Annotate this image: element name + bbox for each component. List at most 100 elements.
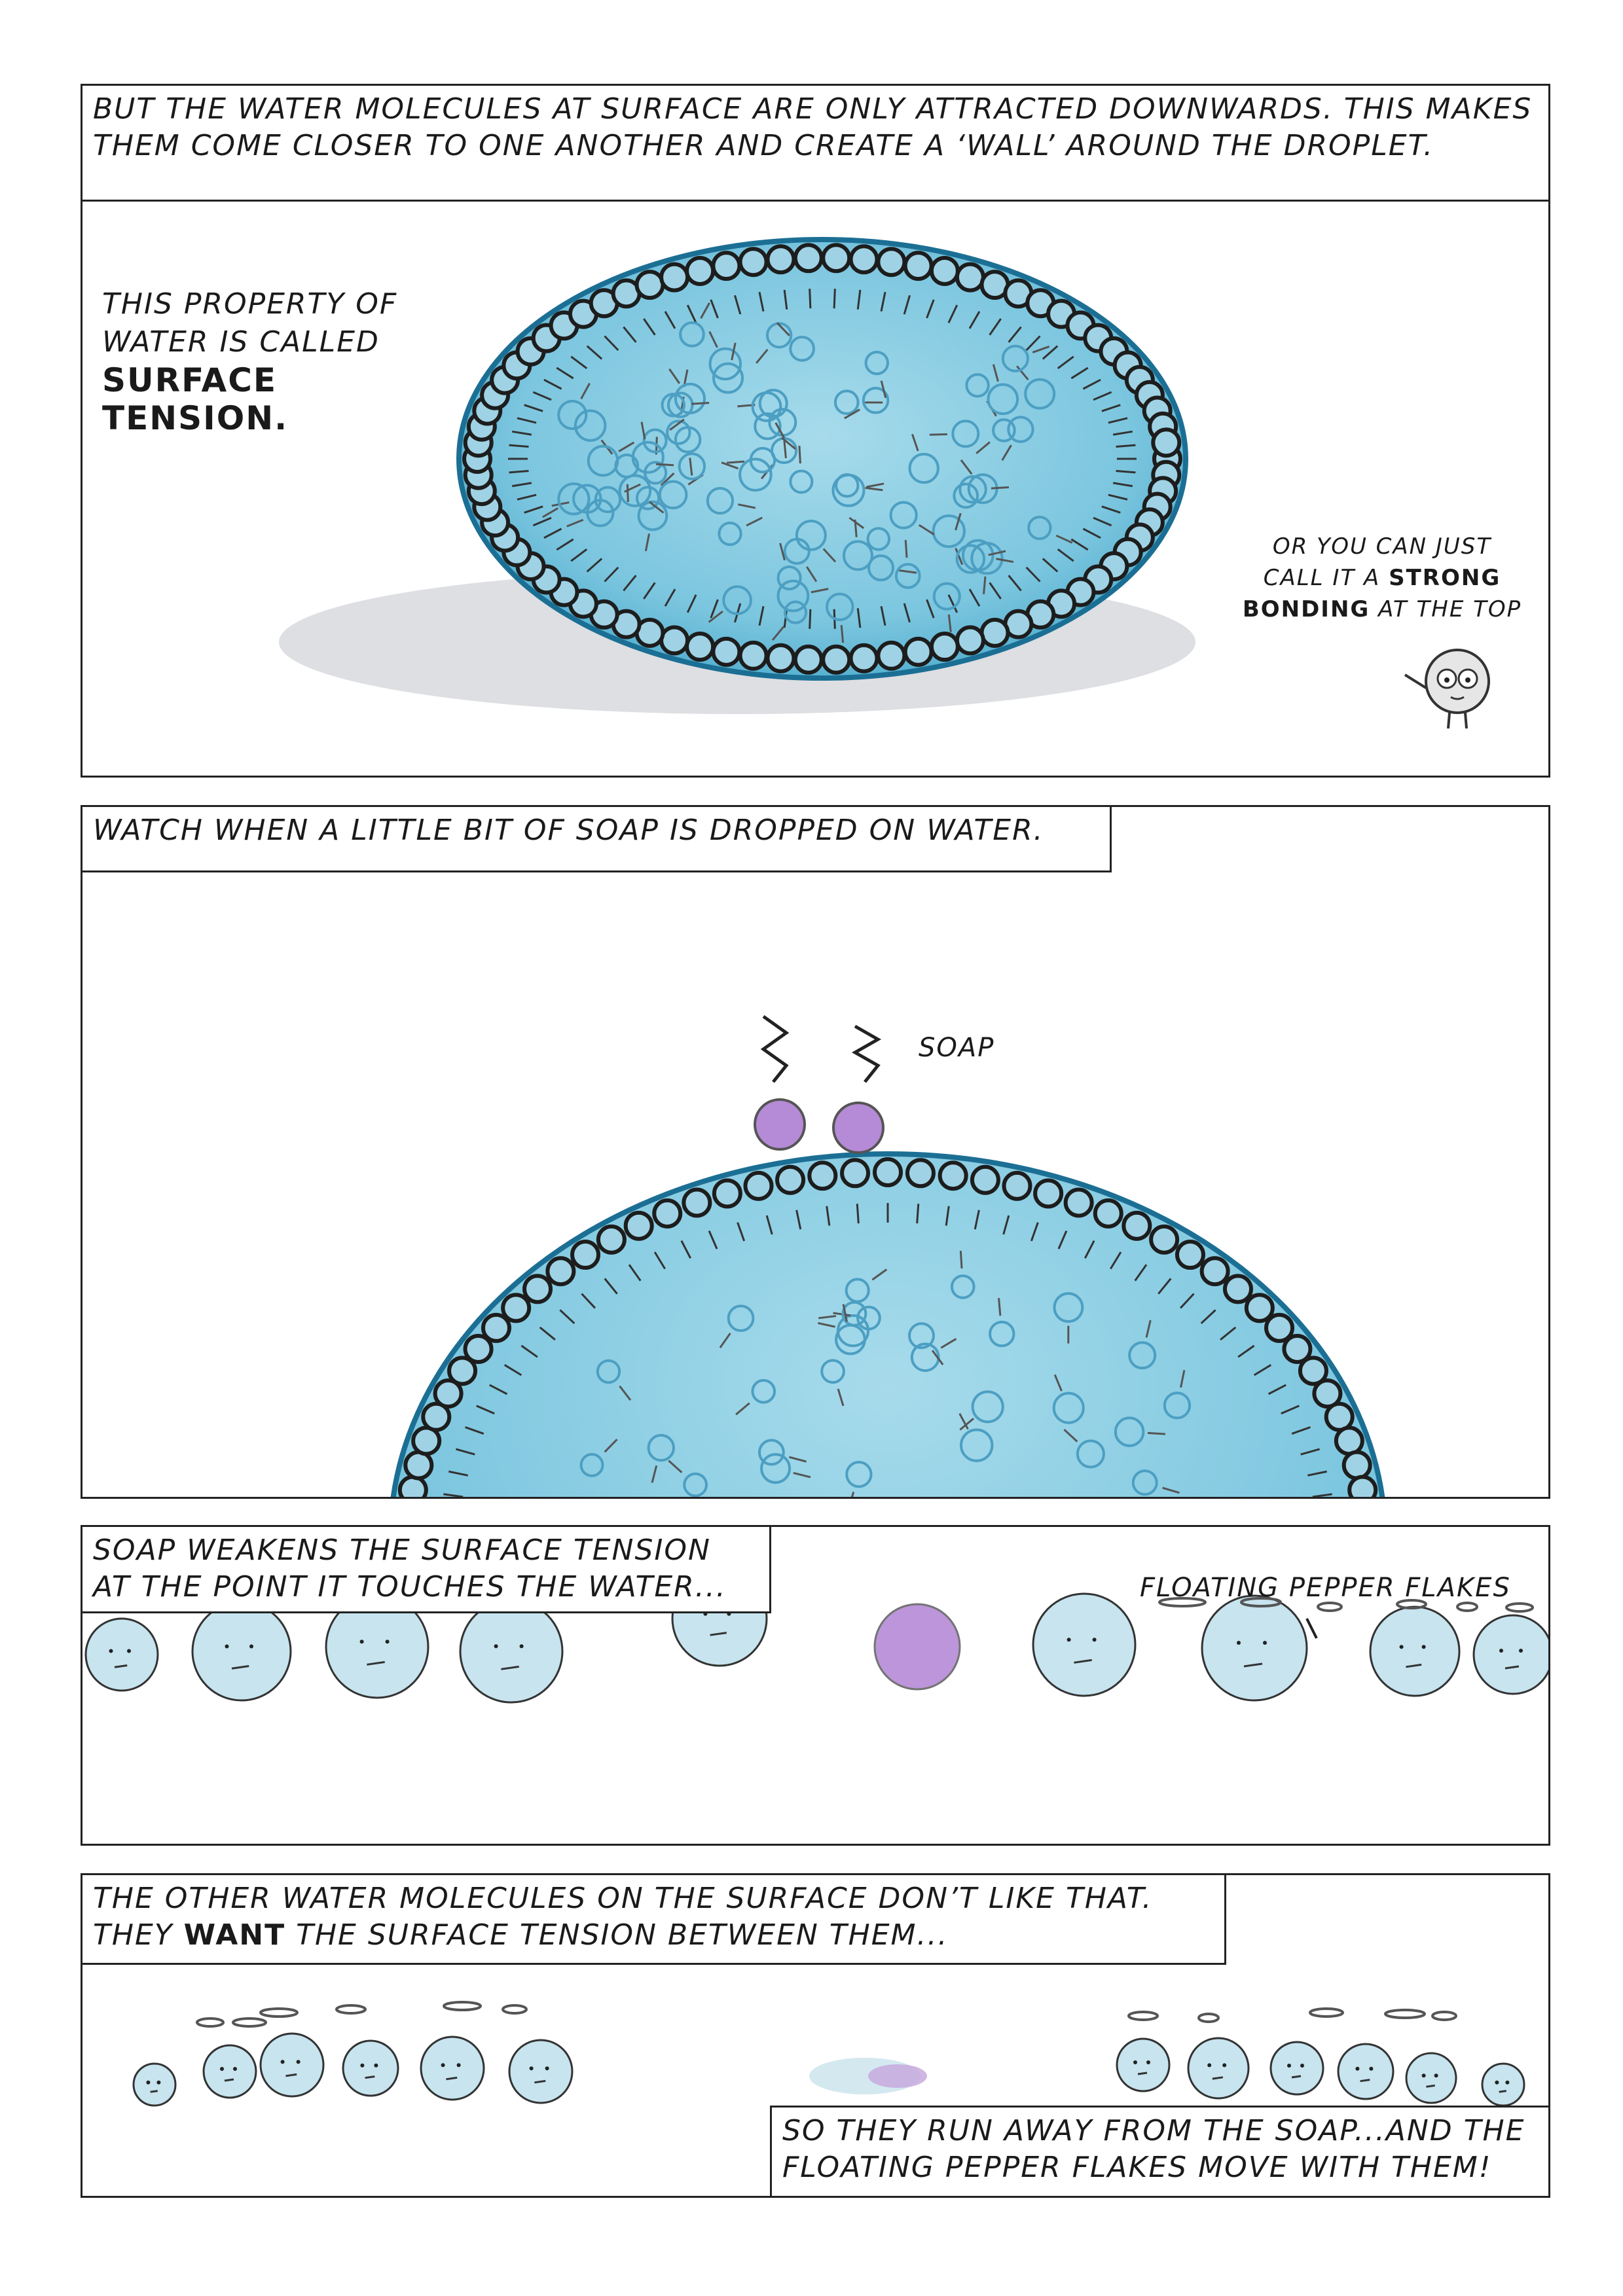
attraction-arrow — [1101, 404, 1121, 412]
surface-molecule — [685, 255, 716, 286]
surface-molecule — [848, 244, 879, 275]
eye — [1300, 2064, 1304, 2068]
caption-line-1: The other water molecules on the surface… — [93, 1882, 1153, 1915]
inner-molecule — [992, 418, 1016, 442]
attraction-arrow — [926, 599, 935, 619]
attraction-arrow — [903, 295, 911, 315]
motion-arrow — [811, 588, 829, 594]
motion-arrow — [719, 1333, 731, 1348]
surface-molecule — [403, 1450, 434, 1480]
eye — [156, 2080, 161, 2085]
inner-molecule — [754, 412, 782, 440]
attraction-arrow — [539, 1326, 556, 1341]
eye — [1237, 1641, 1241, 1645]
attraction-arrow — [455, 1448, 475, 1456]
eye — [1499, 1649, 1503, 1653]
panel-2: Watch when a little bit of soap is dropp… — [81, 805, 1550, 1499]
attraction-arrow — [1057, 548, 1074, 562]
motion-arrow — [866, 482, 884, 488]
attraction-arrow — [1112, 430, 1133, 436]
attraction-arrow — [465, 1426, 484, 1435]
attraction-arrow — [1057, 355, 1074, 370]
motion-arrow — [998, 1298, 1002, 1316]
pepper-flake — [1127, 2011, 1159, 2021]
eye — [1067, 1638, 1071, 1642]
attraction-arrow — [1300, 1448, 1321, 1456]
motion-arrow — [955, 512, 962, 531]
attraction-arrow — [974, 1210, 980, 1230]
caption-line-1: Soap weakens the surface tension — [93, 1534, 711, 1567]
surface-molecule — [793, 243, 824, 274]
motion-arrow — [1055, 534, 1073, 544]
inner-molecule — [932, 514, 966, 548]
inner-molecule — [889, 501, 918, 529]
attraction-arrow — [1025, 566, 1041, 583]
surface-molecule — [1199, 1256, 1230, 1287]
motion-arrow — [1145, 1319, 1152, 1338]
motion-arrow — [721, 461, 739, 470]
attraction-arrow — [926, 299, 935, 319]
attraction-arrow — [653, 1251, 666, 1270]
label-pointer — [1305, 1618, 1318, 1639]
eye — [1519, 1649, 1523, 1653]
motion-arrow — [976, 441, 991, 454]
inner-molecule — [1163, 1391, 1192, 1420]
inner-molecule — [666, 391, 694, 418]
motion-arrow — [818, 1315, 837, 1319]
attraction-arrow — [623, 326, 637, 343]
eye — [374, 2063, 378, 2068]
attraction-arrow — [476, 1405, 495, 1415]
mouth — [224, 2078, 234, 2082]
inner-molecule — [637, 500, 668, 531]
surface-molecule — [1175, 1240, 1205, 1270]
pepper-flake — [1396, 1599, 1427, 1609]
inner-molecule — [908, 452, 939, 484]
mouth — [446, 2076, 458, 2081]
motion-arrow — [644, 533, 651, 552]
molecules-running-illustration — [132, 2001, 1525, 2107]
inner-molecule — [842, 540, 873, 571]
motion-arrow — [842, 1304, 848, 1322]
motion-arrow — [731, 342, 737, 361]
surface-molecule — [1222, 1274, 1253, 1304]
attraction-arrow — [968, 588, 981, 607]
attraction-arrow — [556, 367, 574, 380]
motion-arrow — [771, 626, 785, 641]
attraction-arrow — [1093, 516, 1112, 527]
surface-molecule — [711, 251, 742, 281]
pepper-flake — [1431, 2011, 1457, 2021]
pepper-flake — [1240, 1597, 1282, 1607]
attraction-arrow — [623, 575, 637, 592]
motion-arrow — [649, 501, 665, 514]
motion-arrow — [1032, 346, 1050, 353]
eye — [220, 2067, 224, 2071]
inner-molecule — [789, 335, 815, 362]
pepper-flake — [1505, 1602, 1534, 1613]
motion-arrow — [947, 614, 952, 632]
pepper-flake — [1158, 1597, 1207, 1607]
inner-molecule — [1001, 344, 1029, 372]
speech-line-3: BONDING at the top — [1225, 594, 1539, 625]
surface-molecule — [840, 1158, 871, 1189]
inner-molecule — [958, 475, 987, 504]
motion-arrow — [735, 1402, 750, 1416]
inner-molecule — [783, 537, 811, 565]
inner-molecule — [789, 469, 814, 494]
inner-molecule — [1007, 416, 1034, 443]
motion-arrow — [992, 364, 999, 382]
attraction-arrow — [511, 430, 532, 436]
inner-molecule — [678, 452, 706, 480]
motion-arrow — [640, 422, 646, 440]
attraction-arrow — [1291, 1426, 1311, 1435]
attraction-arrow — [556, 538, 574, 551]
pepper-flake — [443, 2001, 482, 2011]
inner-molecule — [596, 1359, 621, 1384]
surface-molecule — [545, 1256, 576, 1287]
inner-molecule — [557, 399, 588, 431]
surface-molecule — [876, 247, 907, 278]
inner-molecule — [635, 486, 661, 511]
attraction-arrow — [833, 289, 836, 309]
eye — [456, 2063, 461, 2068]
pepper-flakes-label: Floating pepper flakes — [1140, 1573, 1511, 1603]
surface-molecule — [712, 1178, 742, 1209]
